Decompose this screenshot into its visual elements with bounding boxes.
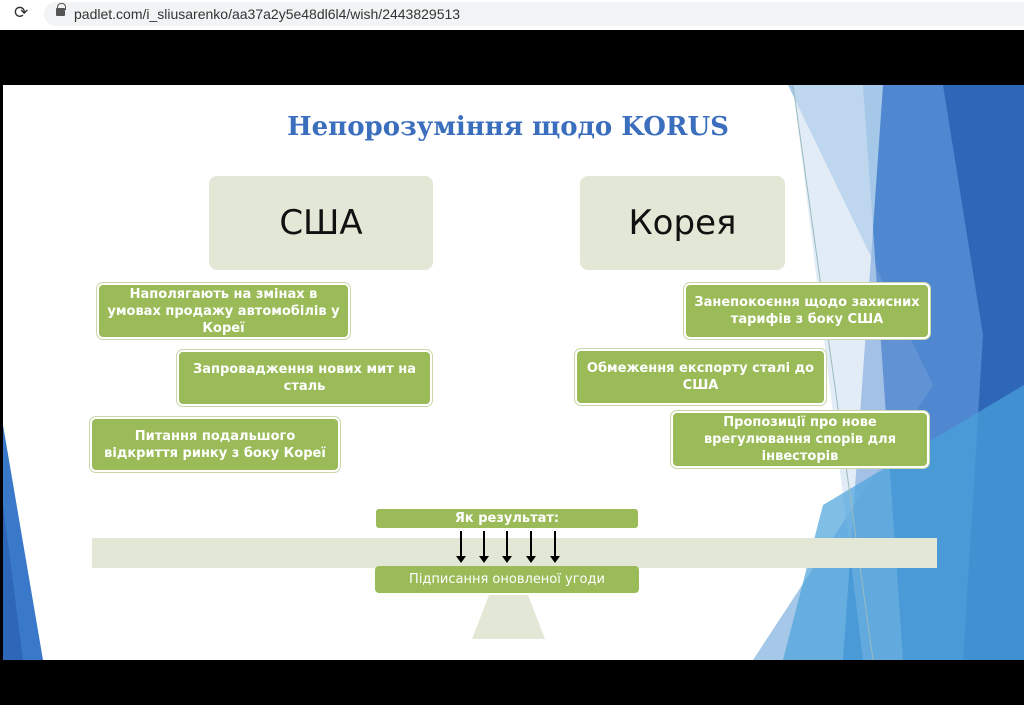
usa-item: Запровадження нових мит на сталь (177, 350, 432, 406)
korea-item: Занепокоєння щодо захисних тарифів з бок… (684, 283, 930, 339)
lock-icon (56, 3, 66, 16)
balance-beam (92, 538, 937, 568)
korea-item: Пропозиції про нове врегулювання спорів … (671, 411, 929, 468)
browser-toolbar: ⟳ padlet.com/i_sliusarenko/aa37a2y5e48dl… (0, 0, 1024, 30)
korea-item: Обмеження експорту сталі до США (575, 349, 826, 405)
balance-fulcrum (472, 595, 545, 639)
usa-item: Питання подальшого відкриття ринку з бок… (90, 417, 340, 472)
result-label: Як результат: (376, 509, 638, 528)
down-arrow-icon (456, 531, 466, 563)
usa-header: США (209, 176, 433, 270)
down-arrow-icon (479, 531, 489, 563)
url-text: padlet.com/i_sliusarenko/aa37a2y5e48dl6l… (74, 6, 461, 22)
down-arrow-icon (550, 531, 560, 563)
address-bar[interactable]: padlet.com/i_sliusarenko/aa37a2y5e48dl6l… (44, 2, 1024, 26)
outcome-box: Підписання оновленої угоди (375, 566, 639, 593)
presentation-slide: Непорозуміння щодо KORUS США Корея Напол… (3, 85, 1024, 660)
reload-icon[interactable]: ⟳ (14, 3, 29, 23)
korea-header: Корея (580, 176, 785, 270)
down-arrow-icon (526, 531, 536, 563)
slide-title: Непорозуміння щодо KORUS (287, 112, 729, 142)
blue-decoration (3, 85, 1024, 660)
down-arrow-icon (502, 531, 512, 563)
usa-item: Наполягають на змінах в умовах продажу а… (97, 283, 350, 339)
